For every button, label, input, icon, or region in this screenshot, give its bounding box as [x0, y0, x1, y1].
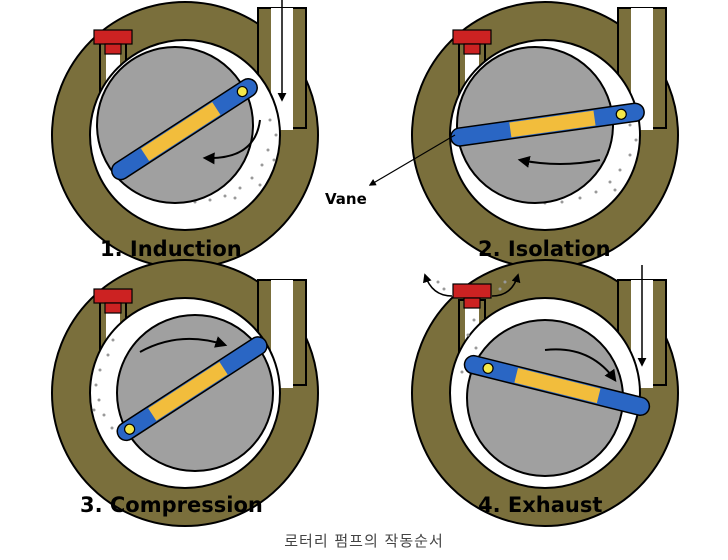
- figure-caption: 로터리 펌프의 작동순서: [284, 532, 444, 550]
- vane-label: Vane: [325, 190, 367, 208]
- vane: [450, 102, 645, 147]
- valve-icon: [452, 29, 492, 55]
- stage-label: 2. Isolation: [478, 237, 611, 261]
- gas-particles-icon: [92, 338, 115, 430]
- vane: [116, 336, 268, 442]
- vane: [463, 354, 651, 417]
- valve-icon: [93, 29, 133, 55]
- stage-label: 1. Induction: [100, 237, 242, 261]
- rotation-arrow-icon: [139, 336, 228, 353]
- exhaust-arrow-left-icon: [423, 273, 453, 297]
- valve-icon: [452, 283, 492, 309]
- gas-particles-icon: [163, 118, 278, 204]
- stage-label: 3. Compression: [80, 493, 263, 517]
- stage-label: 4. Exhaust: [478, 493, 602, 517]
- rotation-arrow-icon: [517, 155, 601, 168]
- rotation-arrow-icon: [202, 119, 261, 165]
- vane-callout-line: [368, 134, 456, 186]
- stage-exhaust: 4. Exhaust: [411, 259, 679, 527]
- stage-induction: 1. Induction: [51, 0, 319, 269]
- rotation-arrow-icon: [544, 348, 617, 382]
- stage-compression: 3. Compression: [51, 259, 319, 527]
- valve-icon: [93, 288, 133, 314]
- vane: [110, 78, 258, 181]
- stage-isolation: Vane 2. Isolation: [325, 1, 679, 269]
- exhaust-arrow-right-icon: [491, 273, 521, 297]
